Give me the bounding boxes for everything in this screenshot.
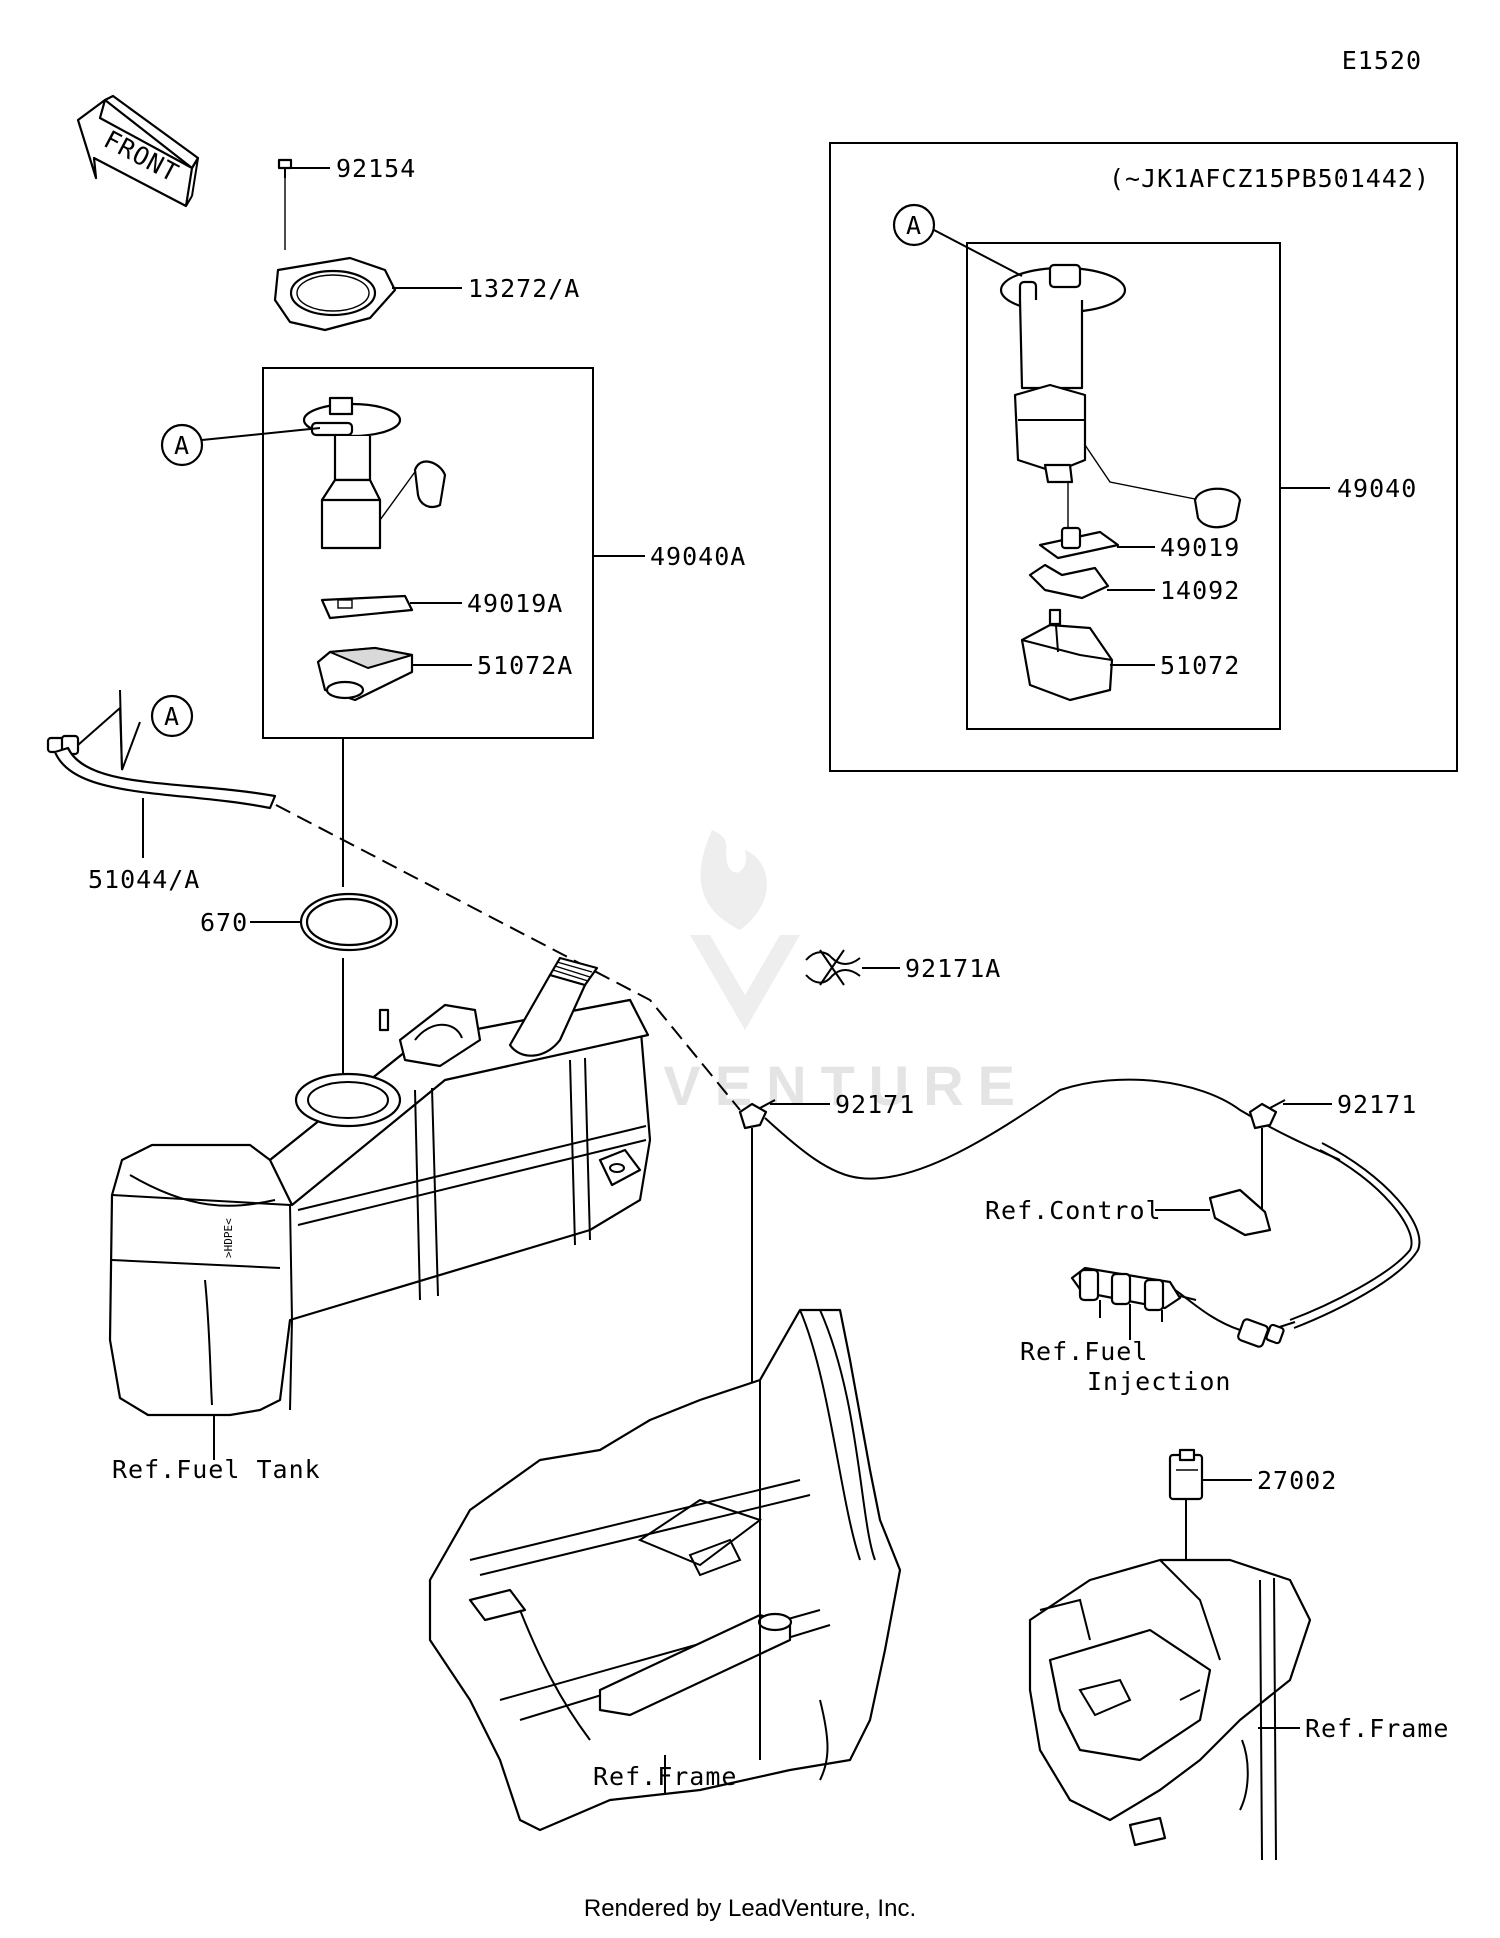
cup-51072 (1020, 608, 1114, 702)
fuel-pump-49040A (302, 396, 447, 550)
part-49019: 49019 (1160, 533, 1240, 562)
bolt-92154 (277, 158, 330, 250)
ref-frame-right: Ref.Frame (1305, 1714, 1449, 1743)
ref-frame-center: Ref.Frame (593, 1762, 737, 1791)
frame-center (428, 1308, 902, 1832)
fuel-tank: >HDPE< (108, 956, 652, 1417)
callout-a-hose-letter: A (164, 702, 180, 731)
control-bracket (1208, 1188, 1272, 1237)
quick-connector (1237, 1318, 1285, 1348)
variant-box (829, 142, 1458, 772)
part-92171-right: 92171 (1337, 1090, 1417, 1119)
clip-92171-right (1248, 1099, 1286, 1130)
clip-92171A (805, 949, 861, 986)
fuel-hose-51044A (46, 689, 277, 810)
part-51072A: 51072A (477, 651, 573, 680)
frame-right (1028, 1558, 1312, 1861)
filter-49019A (320, 594, 414, 620)
callout-a-left (160, 423, 204, 467)
variant-note: (~JK1AFCZ15PB501442) (1109, 164, 1430, 193)
relay-27002 (1168, 1448, 1204, 1501)
ref-fuel-tank: Ref.Fuel Tank (112, 1455, 321, 1484)
part-92171-middle: 92171 (835, 1090, 915, 1119)
part-49019A: 49019A (467, 589, 563, 618)
part-670: 670 (200, 908, 248, 937)
callout-a-left-letter: A (174, 431, 190, 460)
assembly-box-49040 (966, 242, 1281, 730)
part-51044A: 51044/A (88, 865, 200, 894)
part-92171A: 92171A (905, 954, 1001, 983)
part-13272A: 13272/A (468, 274, 580, 303)
ref-fuel-injection-line2: Injection (1087, 1367, 1231, 1396)
part-49040: 49040 (1337, 474, 1417, 503)
part-49040A: 49040A (650, 542, 746, 571)
ref-control: Ref.Control (985, 1196, 1162, 1225)
ref-fuel-injection-line1: Ref.Fuel (1020, 1337, 1148, 1366)
part-14092: 14092 (1160, 576, 1240, 605)
fuel-pump-49040 (999, 263, 1242, 529)
callout-a-hose (150, 694, 194, 738)
assembly-box-49040A (262, 367, 594, 739)
filter-49019 (1038, 526, 1120, 560)
diagram-code: E1520 (1342, 46, 1422, 75)
part-27002: 27002 (1257, 1466, 1337, 1495)
footer-credit: Rendered by LeadVenture, Inc. (583, 1895, 917, 1922)
gasket-13272A (273, 256, 462, 332)
part-51072: 51072 (1160, 651, 1240, 680)
svg-text:>HDPE<: >HDPE< (222, 1218, 235, 1258)
clip-92171-middle (738, 1099, 776, 1130)
callout-a-right (892, 203, 936, 247)
cup-51072A (316, 646, 414, 702)
part-92154: 92154 (336, 154, 416, 183)
callout-a-right-letter: A (906, 211, 922, 240)
fuel-injection-rail (1070, 1266, 1197, 1322)
plate-14092 (1028, 563, 1110, 600)
front-arrow-icon: FRONT (76, 94, 200, 208)
